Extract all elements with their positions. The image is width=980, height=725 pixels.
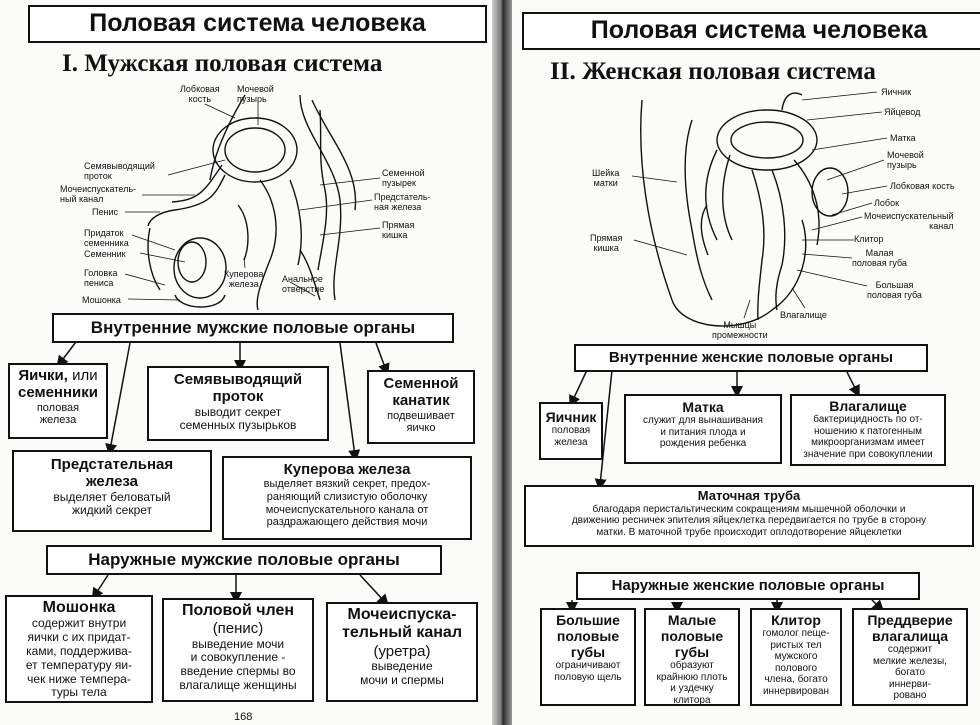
- fallopian-tube-card: Маточная труба благодаря перистальтическ…: [524, 485, 974, 547]
- uterus-card: Матка служит для вынашивания и питания п…: [624, 394, 782, 464]
- female-connector-arrows: [566, 369, 885, 614]
- cowper-gland-card: Куперова железа выделяет вязкий секрет, …: [222, 456, 472, 540]
- label-prostate: Предстатель-ная железа: [374, 192, 431, 212]
- urethra-card: Мочеиспуска- тельный канал (уретра) выве…: [326, 602, 478, 702]
- vagina-card: Влагалище бактерицидность по от- ношению…: [790, 394, 946, 466]
- ovary-card: Яичник половая железа: [539, 402, 603, 460]
- vestibule-card: Преддверие влагалища содержит мелкие жел…: [852, 608, 968, 706]
- label-pubis: Лобок: [874, 198, 900, 208]
- label-urethra: Мочеиспускатель-ный канал: [60, 184, 137, 204]
- spermatic-cord-card: Семенной канатик подвешивает яичко: [367, 370, 475, 444]
- label-testis: Семенник: [84, 249, 126, 259]
- right-page: Половая система человека II. Женская пол…: [512, 0, 980, 725]
- female-anatomy-illustration: [631, 91, 888, 327]
- label-scrotum: Мошонка: [82, 295, 121, 305]
- label-penis: Пенис: [92, 207, 118, 217]
- prostate-card: Предстательная железа выделяет беловатый…: [12, 450, 212, 532]
- male-internal-organs-header: Внутренние мужские половые органы: [52, 313, 454, 343]
- male-system-subtitle: I. Мужская половая система: [62, 50, 383, 77]
- female-system-subtitle: II. Женская половая система: [550, 58, 876, 85]
- vas-deferens-card: Семявыводящий проток выводит секрет семе…: [147, 366, 329, 441]
- labia-minora-card: Малые половые губы образуют крайнюю плот…: [644, 608, 740, 706]
- label-clitoris: Клитор: [854, 234, 884, 244]
- clitoris-card: Клитор гомолог пеще- ристых тел мужского…: [750, 608, 842, 706]
- label-female-pubic-bone: Лобковая кость: [890, 181, 955, 191]
- testes-card: Яички, или семенники половая железа: [8, 363, 108, 439]
- male-external-organs-header: Наружные мужские половые органы: [46, 545, 442, 575]
- label-vagina: Влагалище: [780, 310, 827, 320]
- label-uterus: Матка: [890, 133, 916, 143]
- male-anatomy-illustration: [124, 94, 381, 311]
- label-ovary: Яичник: [881, 87, 912, 97]
- penis-card: Половой член (пенис) выведение мочи и со…: [162, 598, 314, 702]
- left-page: Половая система человека I. Мужская поло…: [5, 5, 487, 723]
- scrotum-card: Мошонка содержит внутри яички с их прида…: [5, 595, 153, 703]
- page-number: 168: [234, 711, 253, 723]
- female-external-organs-header: Наружные женские половые органы: [576, 572, 920, 600]
- female-internal-organs-header: Внутренние женские половые органы: [574, 344, 928, 372]
- left-page-title: Половая система человека: [28, 5, 487, 43]
- label-oviduct: Яйцевод: [884, 107, 921, 117]
- right-page-title: Половая система человека: [522, 12, 980, 50]
- book-spine: [492, 0, 512, 725]
- labia-majora-card: Большие половые губы ограничивают полову…: [540, 608, 636, 706]
